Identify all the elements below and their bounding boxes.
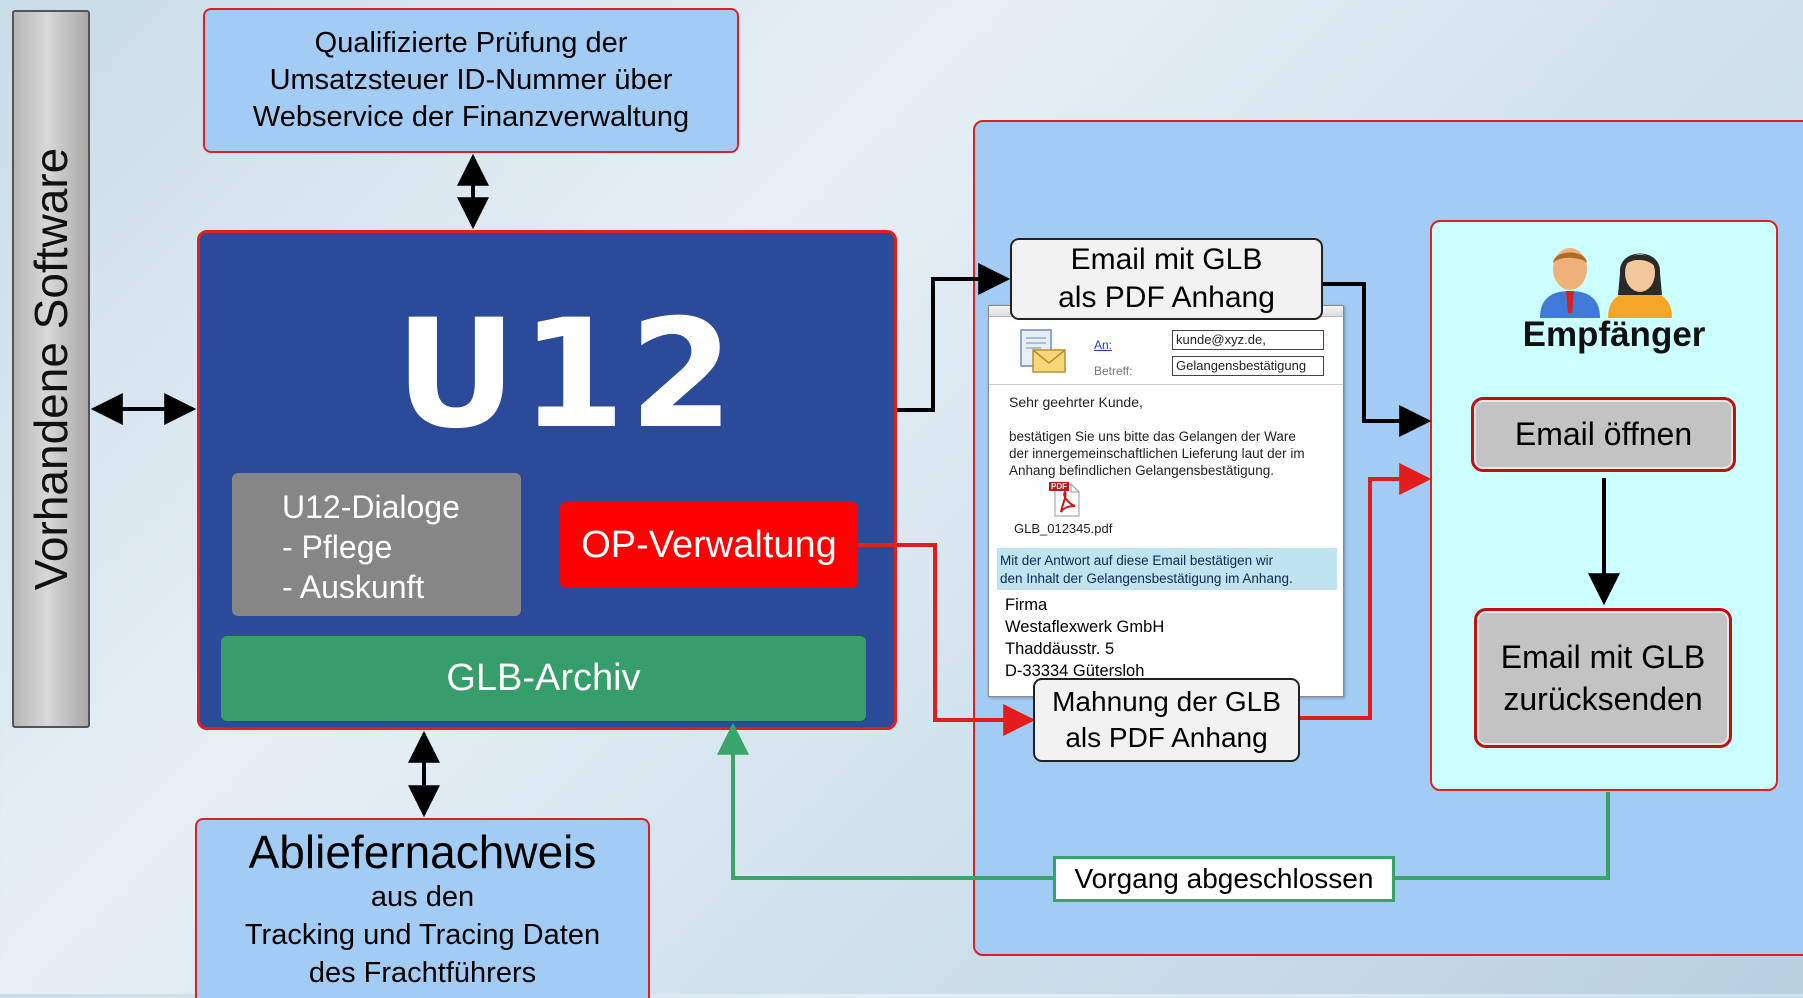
to-label[interactable]: An: xyxy=(1094,338,1113,352)
signature: Firma Westaflexwerk GmbH Thaddäusstr. 5 … xyxy=(1005,594,1164,682)
op-management-box: OP-Verwaltung xyxy=(560,502,858,588)
reminder-callout-line: als PDF Anhang xyxy=(1065,722,1268,753)
pdf-badge: PDF xyxy=(1049,482,1069,491)
delivery-proof-box: Abliefernachweis aus den Tracking und Tr… xyxy=(195,818,650,998)
process-complete-label: Vorgang abgeschlossen xyxy=(1053,856,1395,902)
highlight-line: Mit der Antwort auf diese Email bestätig… xyxy=(1000,553,1274,568)
email-body-line: der innergemeinschaftlichen Lieferung la… xyxy=(1009,446,1305,461)
signature-line: Firma xyxy=(1005,596,1048,614)
reminder-callout-line: Mahnung der GLB xyxy=(1052,686,1281,717)
open-email-box: Email öffnen xyxy=(1471,397,1736,472)
vat-check-box: Qualifizierte Prüfung der Umsatzsteuer I… xyxy=(203,8,739,153)
attachment-filename[interactable]: GLB_012345.pdf xyxy=(1014,521,1113,536)
email-body-line: Anhang befindlichen Gelangensbestätigung… xyxy=(1009,463,1274,478)
op-reminder-arrow xyxy=(858,543,1036,736)
u12-email-arrow xyxy=(897,263,1011,412)
envelope-icon xyxy=(1019,328,1067,374)
email-body: bestätigen Sie uns bitte das Gelangen de… xyxy=(1009,428,1305,479)
highlight-line: den Inhalt der Gelangensbestätigung im A… xyxy=(1000,571,1293,586)
delivery-proof-line: Tracking und Tracing Daten xyxy=(244,919,601,951)
reply-email-line: Email mit GLB xyxy=(1500,639,1706,675)
u12-dialogs-line: - Pflege xyxy=(282,529,393,565)
email-header-divider xyxy=(989,384,1343,385)
recipient-title: Empfänger xyxy=(1522,315,1706,354)
signature-line: Thaddäusstr. 5 xyxy=(1005,640,1115,658)
email-greeting: Sehr geehrter Kunde, xyxy=(1009,394,1143,410)
reminder-callout: Mahnung der GLB als PDF Anhang xyxy=(1033,678,1300,762)
reminder-recipient-arrow xyxy=(1299,463,1432,720)
signature-line: Westaflexwerk GmbH xyxy=(1005,618,1165,636)
recipient-avatars-icon xyxy=(1538,243,1678,318)
email-callout-line: Email mit GLB xyxy=(1070,243,1263,276)
u12-dialogs-line: U12-Dialoge xyxy=(282,489,460,525)
delivery-proof-line: aus den xyxy=(370,881,475,913)
confirmation-highlight: Mit der Antwort auf diese Email bestätig… xyxy=(997,548,1337,590)
delivery-proof-line: des Frachtführers xyxy=(308,957,537,989)
delivery-proof-title: Abliefernachweis xyxy=(248,826,597,878)
subject-label: Betreff: xyxy=(1094,364,1133,378)
email-callout: Email mit GLB als PDF Anhang xyxy=(1010,238,1323,320)
email-callout-line: als PDF Anhang xyxy=(1058,281,1275,314)
to-field[interactable]: kunde@xyz.de, xyxy=(1172,330,1324,350)
u12-dialogs-line: - Auskunft xyxy=(282,569,425,605)
pdf-file-icon[interactable]: PDF xyxy=(1047,482,1083,518)
glb-archive-box: GLB-Archiv xyxy=(221,636,866,721)
existing-software-bar: Vorhandene Software xyxy=(12,10,90,728)
vat-check-line: Umsatzsteuer ID-Nummer über xyxy=(269,64,673,96)
u12-title: U12 xyxy=(395,288,738,462)
email-recipient-arrow xyxy=(1323,282,1432,437)
vat-check-line: Qualifizierte Prüfung der xyxy=(314,27,628,59)
u12-dialogs-box: U12-Dialoge - Pflege - Auskunft xyxy=(232,473,521,616)
reply-email-line: zurücksenden xyxy=(1503,681,1703,717)
signature-line: D-33334 Gütersloh xyxy=(1005,662,1145,680)
vat-check-line: Webservice der Finanzverwaltung xyxy=(252,101,690,133)
email-body-line: bestätigen Sie uns bitte das Gelangen de… xyxy=(1009,429,1296,444)
reply-email-box: Email mit GLB zurücksenden xyxy=(1474,608,1732,748)
subject-field[interactable]: Gelangensbestätigung xyxy=(1172,356,1324,376)
